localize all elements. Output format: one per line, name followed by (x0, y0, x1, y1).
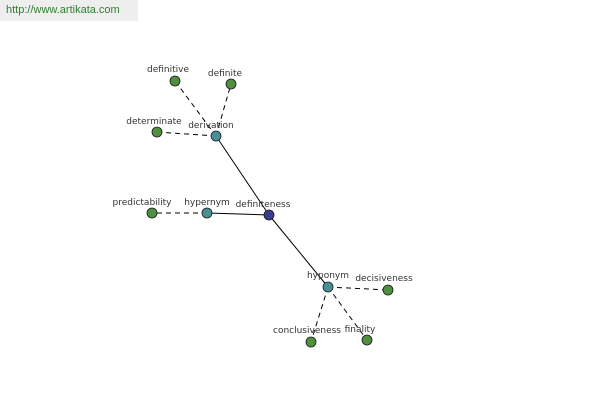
node-predictability[interactable]: predictability (112, 198, 172, 219)
node-dot-hyponym[interactable] (322, 281, 334, 293)
edge-derivation-definitive (174, 80, 217, 137)
nodes-layer: definiteness derivation hypernym hyponym def… (112, 65, 413, 348)
node-definitive[interactable]: definitive (147, 65, 189, 87)
node-hypernym[interactable]: hypernym (184, 198, 230, 219)
node-dot-determinate[interactable] (151, 126, 163, 138)
edge-definiteness-derivation (215, 135, 270, 216)
node-finality[interactable]: finality (345, 325, 376, 346)
node-label-determinate[interactable]: determinate (126, 117, 182, 127)
node-decisiveness[interactable]: decisiveness (355, 274, 413, 296)
node-derivation[interactable]: derivation (188, 121, 234, 142)
edge-derivation-determinate (156, 131, 217, 137)
node-label-definite[interactable]: definite (208, 69, 243, 79)
node-label-decisiveness[interactable]: decisiveness (355, 274, 413, 284)
node-hyponym[interactable]: hyponym (307, 271, 349, 293)
node-definite[interactable]: definite (208, 69, 243, 90)
node-dot-conclusiveness[interactable] (305, 336, 317, 348)
edge-definiteness-hyponym (268, 214, 329, 288)
node-dot-finality[interactable] (361, 334, 373, 346)
node-dot-hypernym[interactable] (201, 207, 213, 219)
node-label-predictability[interactable]: predictability (112, 198, 172, 208)
node-label-conclusiveness[interactable]: conclusiveness (273, 326, 341, 336)
edge-hyponym-decisiveness (327, 286, 389, 291)
edge-derivation-definite (215, 83, 232, 137)
node-label-definitive[interactable]: definitive (147, 65, 189, 75)
node-label-derivation[interactable]: derivation (188, 121, 234, 131)
node-dot-derivation[interactable] (210, 130, 222, 142)
node-determinate[interactable]: determinate (126, 117, 182, 138)
node-label-hypernym[interactable]: hypernym (184, 198, 230, 208)
node-label-hyponym[interactable]: hyponym (307, 271, 349, 281)
node-dot-definitive[interactable] (169, 75, 181, 87)
node-dot-decisiveness[interactable] (382, 284, 394, 296)
node-dot-definiteness[interactable] (263, 209, 275, 221)
edge-hyponym-finality (327, 286, 368, 341)
edge-definiteness-hypernym (206, 212, 270, 216)
node-definiteness[interactable]: definiteness (236, 200, 291, 221)
node-dot-predictability[interactable] (146, 207, 158, 219)
node-conclusiveness[interactable]: conclusiveness (273, 326, 341, 348)
node-dot-definite[interactable] (225, 78, 237, 90)
site-watermark: http://www.artikata.com (0, 0, 138, 21)
node-label-definiteness[interactable]: definiteness (236, 200, 291, 210)
edge-hyponym-conclusiveness (310, 286, 329, 343)
node-label-finality[interactable]: finality (345, 325, 376, 335)
edges-layer (152, 80, 389, 343)
